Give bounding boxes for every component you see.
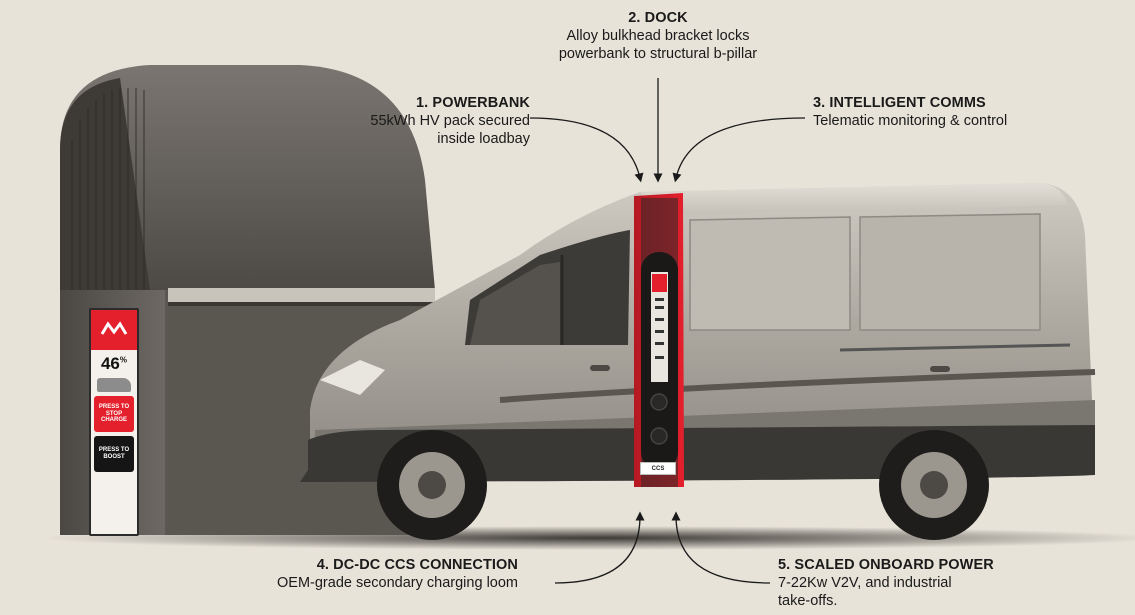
callout-ccs-connection: 4. DC-DC CCS CONNECTION OEM-grade second…	[252, 556, 518, 592]
callout-line: 55kWh HV pack secured	[370, 113, 530, 130]
callout-powerbank: 1. POWERBANK 55kWh HV pack secured insid…	[300, 94, 530, 148]
powerbank-cutaway	[634, 193, 684, 487]
callout-onboard-power: 5. SCALED ONBOARD POWER 7-22Kw V2V, and …	[778, 556, 1038, 610]
boost-button[interactable]: PRESS TO BOOST	[94, 436, 134, 472]
callout-title: 4. DC-DC CCS CONNECTION	[316, 557, 518, 573]
callout-dock: 2. DOCK Alloy bulkhead bracket locks pow…	[528, 9, 788, 63]
brand-logo-icon	[91, 310, 137, 350]
callout-title: 1. POWERBANK	[416, 95, 530, 111]
callout-title: 3. INTELLIGENT COMMS	[813, 95, 986, 111]
stop-charge-button[interactable]: PRESS TO STOP CHARGE	[94, 396, 134, 432]
callout-line: 7-22Kw V2V, and industrial	[778, 575, 952, 592]
ccs-port-label: CCS	[640, 462, 676, 475]
callout-intelligent-comms: 3. INTELLIGENT COMMS Telematic monitorin…	[813, 94, 1073, 130]
front-wheel	[377, 430, 487, 540]
arrow-icon	[529, 78, 806, 584]
callout-line: powerbank to structural b-pillar	[558, 46, 758, 63]
callout-title: 5. SCALED ONBOARD POWER	[778, 557, 994, 573]
charge-percentage: 46%	[100, 354, 128, 373]
callout-line: OEM-grade secondary charging loom	[277, 575, 518, 592]
callout-line: inside loadbay	[437, 131, 530, 148]
callout-line: Alloy bulkhead bracket locks	[566, 28, 750, 45]
callout-title: 2. DOCK	[628, 10, 688, 26]
van-thumbnail-icon	[97, 378, 131, 392]
callout-line: Telematic monitoring & control	[813, 113, 1008, 130]
kiosk-screen: 46% PRESS TO STOP CHARGE PRESS TO BOOST	[89, 308, 139, 536]
charging-kiosk	[60, 65, 435, 535]
rear-wheel	[879, 430, 989, 540]
callout-line: take-offs.	[778, 593, 838, 610]
